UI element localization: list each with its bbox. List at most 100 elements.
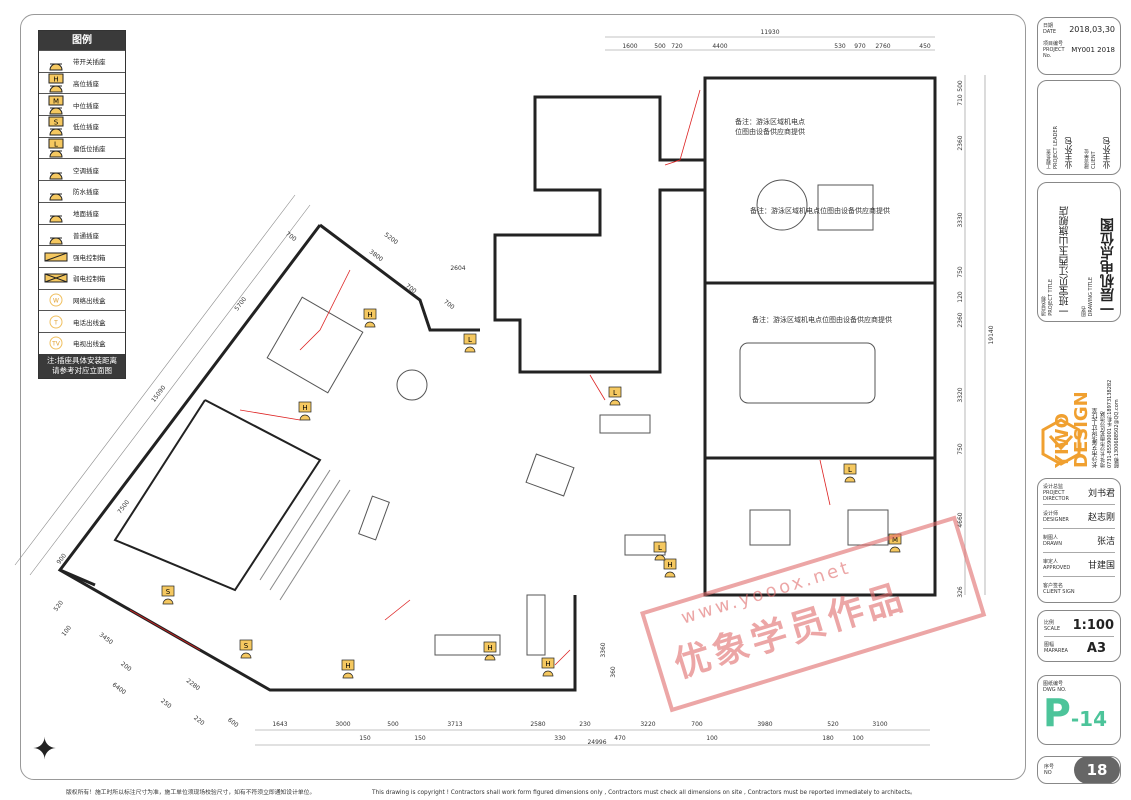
dim-left: 15090 — [150, 384, 167, 404]
dim-bottom: 3980 — [757, 721, 772, 728]
dim-right: 3320 — [957, 387, 964, 402]
dim-top: 1600 — [622, 43, 637, 50]
strong-box-icon — [39, 252, 73, 262]
svg-text:TV: TV — [51, 341, 61, 348]
normal-socket-icon — [39, 225, 73, 245]
socket-tag: L — [613, 389, 617, 397]
dim-bottom: 330 — [554, 735, 566, 742]
dim-bottom: 1643 — [272, 721, 287, 728]
waterproof-socket-icon — [39, 181, 73, 201]
ac-socket-icon — [39, 160, 73, 180]
tv-outlet-icon: TV — [39, 336, 73, 350]
legend-item: 地面插座 — [39, 201, 125, 224]
legend-item: M 中位插座 — [39, 93, 125, 115]
legend-note: 注:插座具体安装距离请参考对应立面图 — [39, 353, 125, 378]
dim-left: 220 — [192, 715, 206, 728]
plan-note: 备注：游泳区域机电点 — [735, 117, 805, 126]
legend-item-label: 网络出线盒 — [73, 296, 106, 305]
plan-note: 备注：游泳区域机电点位图由设备供应商提供 — [750, 206, 890, 215]
dim-top: 970 — [854, 43, 866, 50]
weak-box-icon — [39, 273, 73, 283]
dim-bottom: 230 — [579, 721, 591, 728]
legend-item-label: 偏低位插座 — [73, 145, 106, 154]
dim-bottom: 700 — [691, 721, 703, 728]
lower-socket-icon: L — [39, 138, 73, 158]
dim-right: 710 — [957, 94, 964, 106]
wall-right-block — [703, 76, 937, 597]
dim-bottom: 3713 — [447, 721, 462, 728]
plan-note: 备注：游泳区域机电点位图由设备供应商提供 — [752, 315, 892, 324]
mid-socket-icon: M — [39, 95, 73, 115]
dim-right: 500 — [957, 80, 964, 92]
legend-item-label: 中位插座 — [73, 101, 99, 110]
brand-hexagon-icon — [1041, 418, 1081, 466]
dim-right: 750 — [957, 266, 964, 278]
dim-top: 2760 — [875, 43, 890, 50]
seq-value: 18 — [1074, 757, 1120, 783]
legend-item-label: 普通插座 — [73, 231, 99, 240]
dim-left: 520 — [53, 599, 66, 613]
brand-email: 邮箱:1300688502@QQ.com — [1114, 399, 1120, 468]
high-socket-icon: H — [39, 73, 73, 93]
dim-left: 5200 — [383, 231, 400, 246]
dim-left: 7500 — [116, 499, 131, 516]
legend-item-label: 高位插座 — [73, 80, 99, 89]
legend-note-line: 请参考对应立面图 — [52, 365, 112, 375]
leader-value: 业主外包 — [1064, 137, 1073, 169]
brand-phone: 0731-85590001 手机:18973138282 — [1107, 379, 1113, 468]
network-outlet-icon: W — [39, 293, 73, 307]
svg-text:M: M — [53, 97, 59, 105]
tb-designer-value: 赵志刚 — [1087, 513, 1115, 523]
dim-bottom: 470 — [614, 735, 626, 742]
project-title: 一班宝贝江西玉山旗舰店 — [1059, 206, 1071, 316]
legend-item-label: 强电控制箱 — [73, 253, 106, 262]
socket-marker: L — [653, 541, 667, 561]
furniture — [259, 179, 889, 656]
socket-tag: H — [302, 404, 307, 412]
dwg-number: P-14 — [1043, 691, 1107, 735]
dim-left: 5700 — [233, 296, 248, 313]
legend-note-line: 注:插座具体安装距离 — [46, 355, 118, 365]
plan-note: 位图由设备供应商提供 — [735, 127, 805, 136]
legend-item: 强电控制箱 — [39, 245, 125, 267]
dim-left: 2604 — [450, 265, 465, 272]
dim-bottom: 150 — [359, 735, 371, 742]
dim-top: 450 — [919, 43, 931, 50]
dim-right: 120 — [957, 291, 964, 303]
dim-bottom: 3100 — [872, 721, 887, 728]
legend-item-label: 弱电控制箱 — [73, 275, 106, 284]
socket-marker: M — [888, 533, 902, 553]
socket-marker: H — [663, 558, 677, 578]
socket-marker: H — [541, 657, 555, 677]
tb-director-value: 刘书君 — [1087, 489, 1115, 499]
legend-item: 普通插座 — [39, 223, 125, 246]
dim-bottom: 3220 — [640, 721, 655, 728]
legend-item-label: 地面插座 — [73, 210, 99, 219]
dim-left: 100 — [61, 624, 74, 638]
svg-text:S: S — [54, 119, 59, 127]
dim-right: 2360 — [957, 135, 964, 150]
socket-marker: S — [161, 585, 175, 605]
socket-tag: L — [658, 544, 662, 552]
dim-bottom: 520 — [827, 721, 839, 728]
dim-right: 750 — [957, 443, 964, 455]
socket-marker: L — [463, 333, 477, 353]
socket-tag: S — [166, 588, 171, 596]
dim-left: 700 — [284, 231, 298, 244]
floor-socket-icon — [39, 203, 73, 223]
legend-item-label: 空调插座 — [73, 166, 99, 175]
dim-right: 326 — [957, 586, 964, 598]
tb-approved-value: 甘建国 — [1087, 561, 1115, 571]
